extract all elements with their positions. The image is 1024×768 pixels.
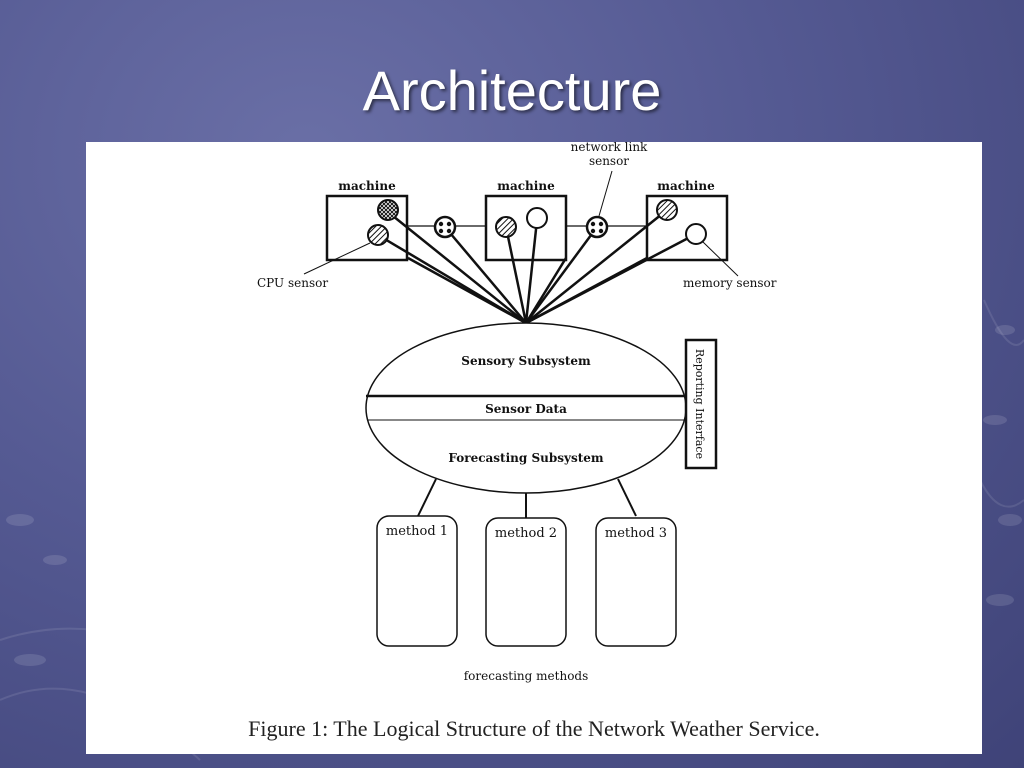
forecasting-subsystem-label: Forecasting Subsystem <box>448 451 604 465</box>
machine-box-1: machine <box>325 179 409 262</box>
machine-box-2: machine <box>484 179 568 262</box>
machine-label-3: machine <box>657 179 715 193</box>
memory-sensor-icon <box>526 207 548 229</box>
method-box-2: method 2 <box>485 517 567 647</box>
cpu-sensor-label: CPU sensor <box>257 276 328 290</box>
architecture-diagram: machine machine machine <box>257 142 777 683</box>
network-link-leader-line <box>598 170 613 217</box>
slide-title: Architecture <box>362 59 662 122</box>
machine-label-2: machine <box>497 179 555 193</box>
method-box-1: method 1 <box>376 515 458 647</box>
figure-panel: machine machine machine <box>86 142 982 754</box>
network-link-sensor-label: network link <box>571 142 648 154</box>
memory-sensor-leader-line <box>702 241 739 277</box>
method-label-3: method 3 <box>605 526 667 541</box>
network-link-sensor-label-line2: sensor <box>589 154 629 168</box>
figure-caption: Figure 1: The Logical Structure of the N… <box>248 716 820 741</box>
cpu-sensor-leader-line <box>303 242 371 275</box>
method-label-2: method 2 <box>495 526 557 541</box>
reporting-interface-label: Reporting Interface <box>693 349 706 459</box>
network-link-sensor-icon <box>585 215 609 239</box>
cpu-sensor-icon <box>495 216 517 238</box>
reporting-interface-box: Reporting Interface <box>684 338 718 470</box>
method-label-1: method 1 <box>386 524 448 539</box>
cpu-sensor-icon <box>367 224 389 246</box>
sensory-subsystem-label: Sensory Subsystem <box>461 354 591 368</box>
subsystem-ellipse: Sensory Subsystem Sensor Data Forecastin… <box>365 322 687 494</box>
machine-label-1: machine <box>338 179 396 193</box>
network-link-sensor-icon <box>433 215 457 239</box>
forecasting-methods-label: forecasting methods <box>464 669 589 683</box>
method-box-3: method 3 <box>595 517 677 647</box>
sensor-connection-lines <box>377 209 697 325</box>
method-connection-lines <box>417 478 637 518</box>
memory-sensor-icon <box>377 199 399 221</box>
memory-sensor-label: memory sensor <box>683 276 777 290</box>
sensor-data-label: Sensor Data <box>485 402 567 416</box>
machine-box-3: machine <box>645 179 729 262</box>
memory-sensor-icon <box>685 223 707 245</box>
cpu-sensor-icon <box>656 199 678 221</box>
